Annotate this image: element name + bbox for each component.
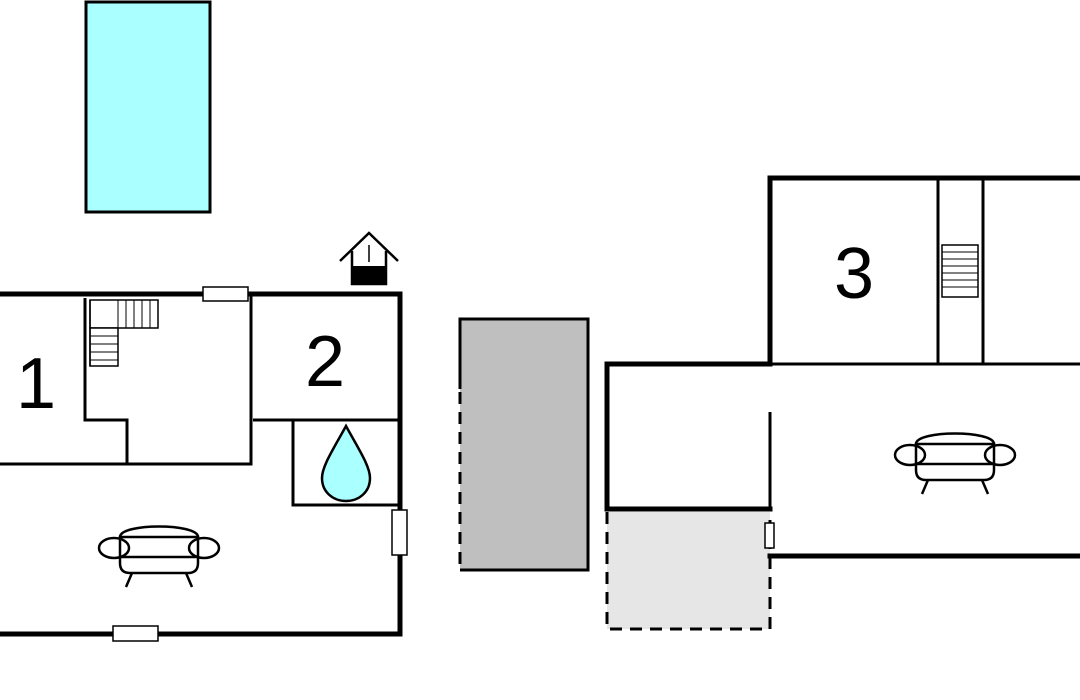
swimming-pool bbox=[84, 0, 212, 214]
window-icon bbox=[202, 286, 249, 302]
terrace bbox=[458, 317, 590, 572]
water-drop-icon bbox=[320, 423, 372, 503]
window-icon bbox=[391, 509, 408, 556]
room-label-3: 3 bbox=[834, 234, 874, 314]
left-house-walls bbox=[0, 291, 403, 637]
stairs-icon bbox=[89, 299, 159, 367]
patio bbox=[605, 512, 772, 631]
right-house-walls bbox=[604, 175, 1080, 559]
sofa-icon bbox=[97, 525, 221, 588]
room-label-2: 2 bbox=[305, 322, 345, 402]
stairs-icon bbox=[941, 244, 979, 298]
well-icon bbox=[339, 231, 399, 286]
window-icon bbox=[112, 625, 159, 642]
sofa-icon bbox=[893, 432, 1017, 495]
room-label-1: 1 bbox=[16, 344, 56, 424]
door-icon bbox=[764, 522, 775, 549]
